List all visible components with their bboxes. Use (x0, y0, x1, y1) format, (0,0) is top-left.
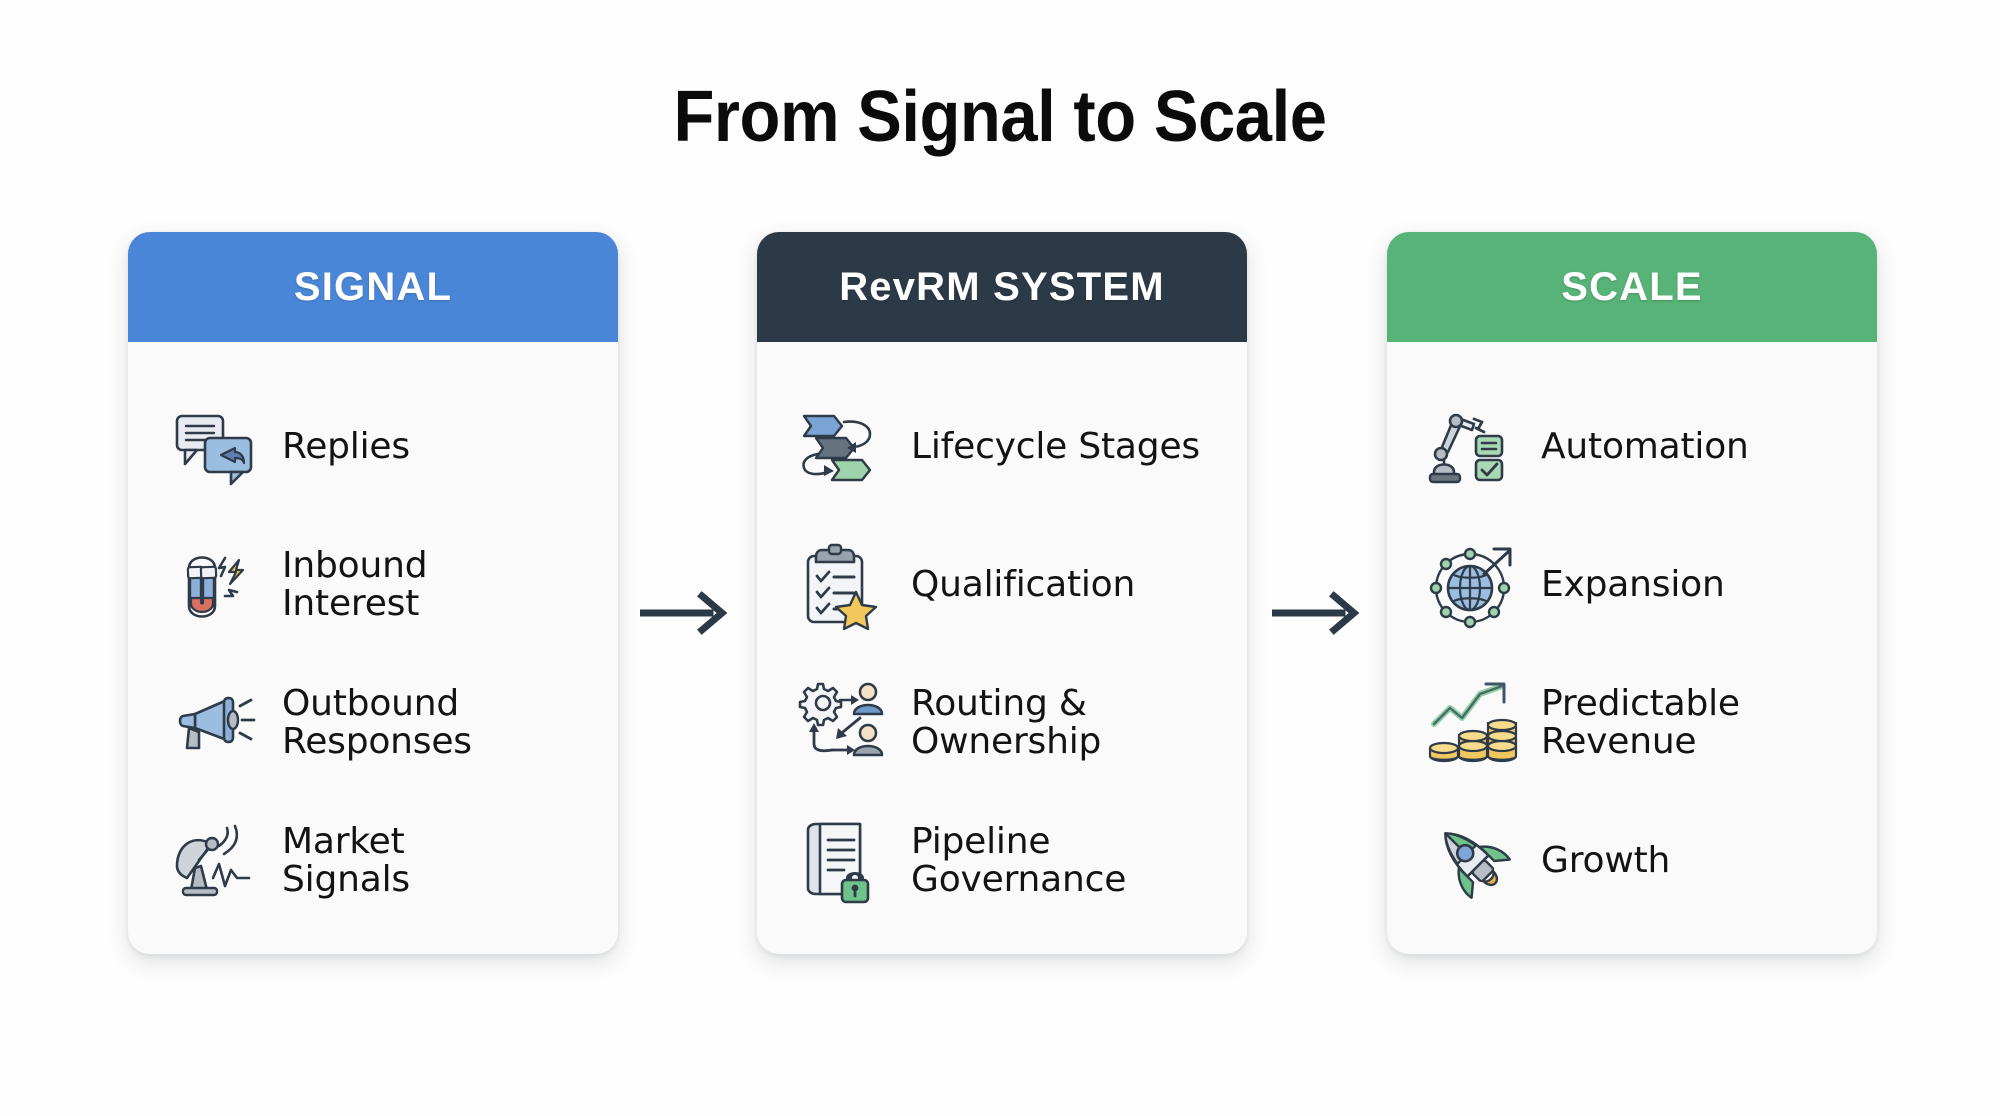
list-item[interactable]: Routing & Ownership (783, 654, 1221, 792)
arrow-signal-to-system (638, 590, 732, 636)
list-item[interactable]: Inbound Interest (154, 516, 592, 654)
page-title: From Signal to Scale (673, 77, 1327, 157)
list-item-label: Automation (1541, 428, 1749, 466)
label-line-1: Pipeline (911, 821, 1051, 863)
book-lock-icon (797, 815, 889, 907)
list-item-label: Lifecycle Stages (911, 428, 1200, 466)
label-line-1: Inbound (282, 545, 428, 587)
list-item[interactable]: Expansion (1413, 516, 1851, 654)
card-body-revrm-system: Lifecycle Stages (757, 342, 1247, 954)
list-item[interactable]: Outbound Responses (154, 654, 592, 792)
list-item[interactable]: Qualification (783, 516, 1221, 654)
satellite-dish-icon (168, 815, 260, 907)
list-item-label: Predictable Revenue (1541, 685, 1740, 761)
label-line-1: Predictable (1541, 683, 1740, 725)
label-line-2: Ownership (911, 721, 1102, 762)
list-item-label: Inbound Interest (282, 545, 428, 624)
label-line-2: Revenue (1541, 721, 1697, 762)
lifecycle-chevrons-icon (797, 401, 889, 493)
label-line-1: Expansion (1541, 564, 1725, 606)
list-item[interactable]: Pipeline Governance (783, 792, 1221, 930)
label-line-1: Routing & (911, 683, 1087, 725)
label-line-2: Responses (282, 721, 472, 762)
list-item-label: Outbound Responses (282, 685, 472, 761)
label-line-1: Outbound (282, 683, 460, 725)
list-item[interactable]: Lifecycle Stages (783, 378, 1221, 516)
label-line-1: Replies (282, 426, 410, 468)
list-item-label: Market Signals (282, 823, 410, 899)
list-item[interactable]: Market Signals (154, 792, 592, 930)
magnet-icon (168, 539, 260, 631)
card-header-revrm-system: RevRM SYSTEM (757, 232, 1247, 342)
list-item-label: Routing & Ownership (911, 685, 1101, 761)
list-item[interactable]: Automation (1413, 378, 1851, 516)
card-revrm-system[interactable]: RevRM SYSTEM (757, 232, 1247, 954)
card-scale[interactable]: SCALE (1387, 232, 1877, 954)
megaphone-icon (168, 677, 260, 769)
list-item-label: Growth (1541, 842, 1670, 880)
label-line-1: Market (282, 821, 405, 863)
label-line-2: Interest (282, 583, 420, 624)
card-body-scale: Automation (1387, 342, 1877, 954)
label-line-1: Lifecycle Stages (911, 426, 1200, 468)
list-item[interactable]: Growth (1413, 792, 1851, 930)
gear-people-routing-icon (797, 677, 889, 769)
label-line-1: Automation (1541, 426, 1749, 468)
card-signal[interactable]: SIGNAL (128, 232, 618, 954)
flow-row: SIGNAL (0, 232, 2000, 992)
label-line-1: Growth (1541, 840, 1671, 882)
arrow-system-to-scale (1270, 590, 1364, 636)
card-header-scale: SCALE (1387, 232, 1877, 342)
card-header-signal: SIGNAL (128, 232, 618, 342)
clipboard-star-icon (797, 539, 889, 631)
card-body-signal: Replies (128, 342, 618, 954)
list-item-label: Expansion (1541, 566, 1725, 604)
label-line-2: Governance (911, 859, 1127, 900)
list-item[interactable]: Predictable Revenue (1413, 654, 1851, 792)
list-item-label: Qualification (911, 566, 1135, 604)
globe-network-arrow-icon (1427, 539, 1519, 631)
list-item-label: Pipeline Governance (911, 823, 1126, 899)
label-line-1: Qualification (911, 564, 1136, 606)
rocket-icon (1427, 815, 1519, 907)
robot-arm-checklist-icon (1427, 401, 1519, 493)
list-item[interactable]: Replies (154, 378, 592, 516)
chat-reply-icon (168, 401, 260, 493)
coins-growth-chart-icon (1427, 677, 1519, 769)
list-item-label: Replies (282, 428, 410, 466)
label-line-2: Signals (282, 859, 410, 900)
